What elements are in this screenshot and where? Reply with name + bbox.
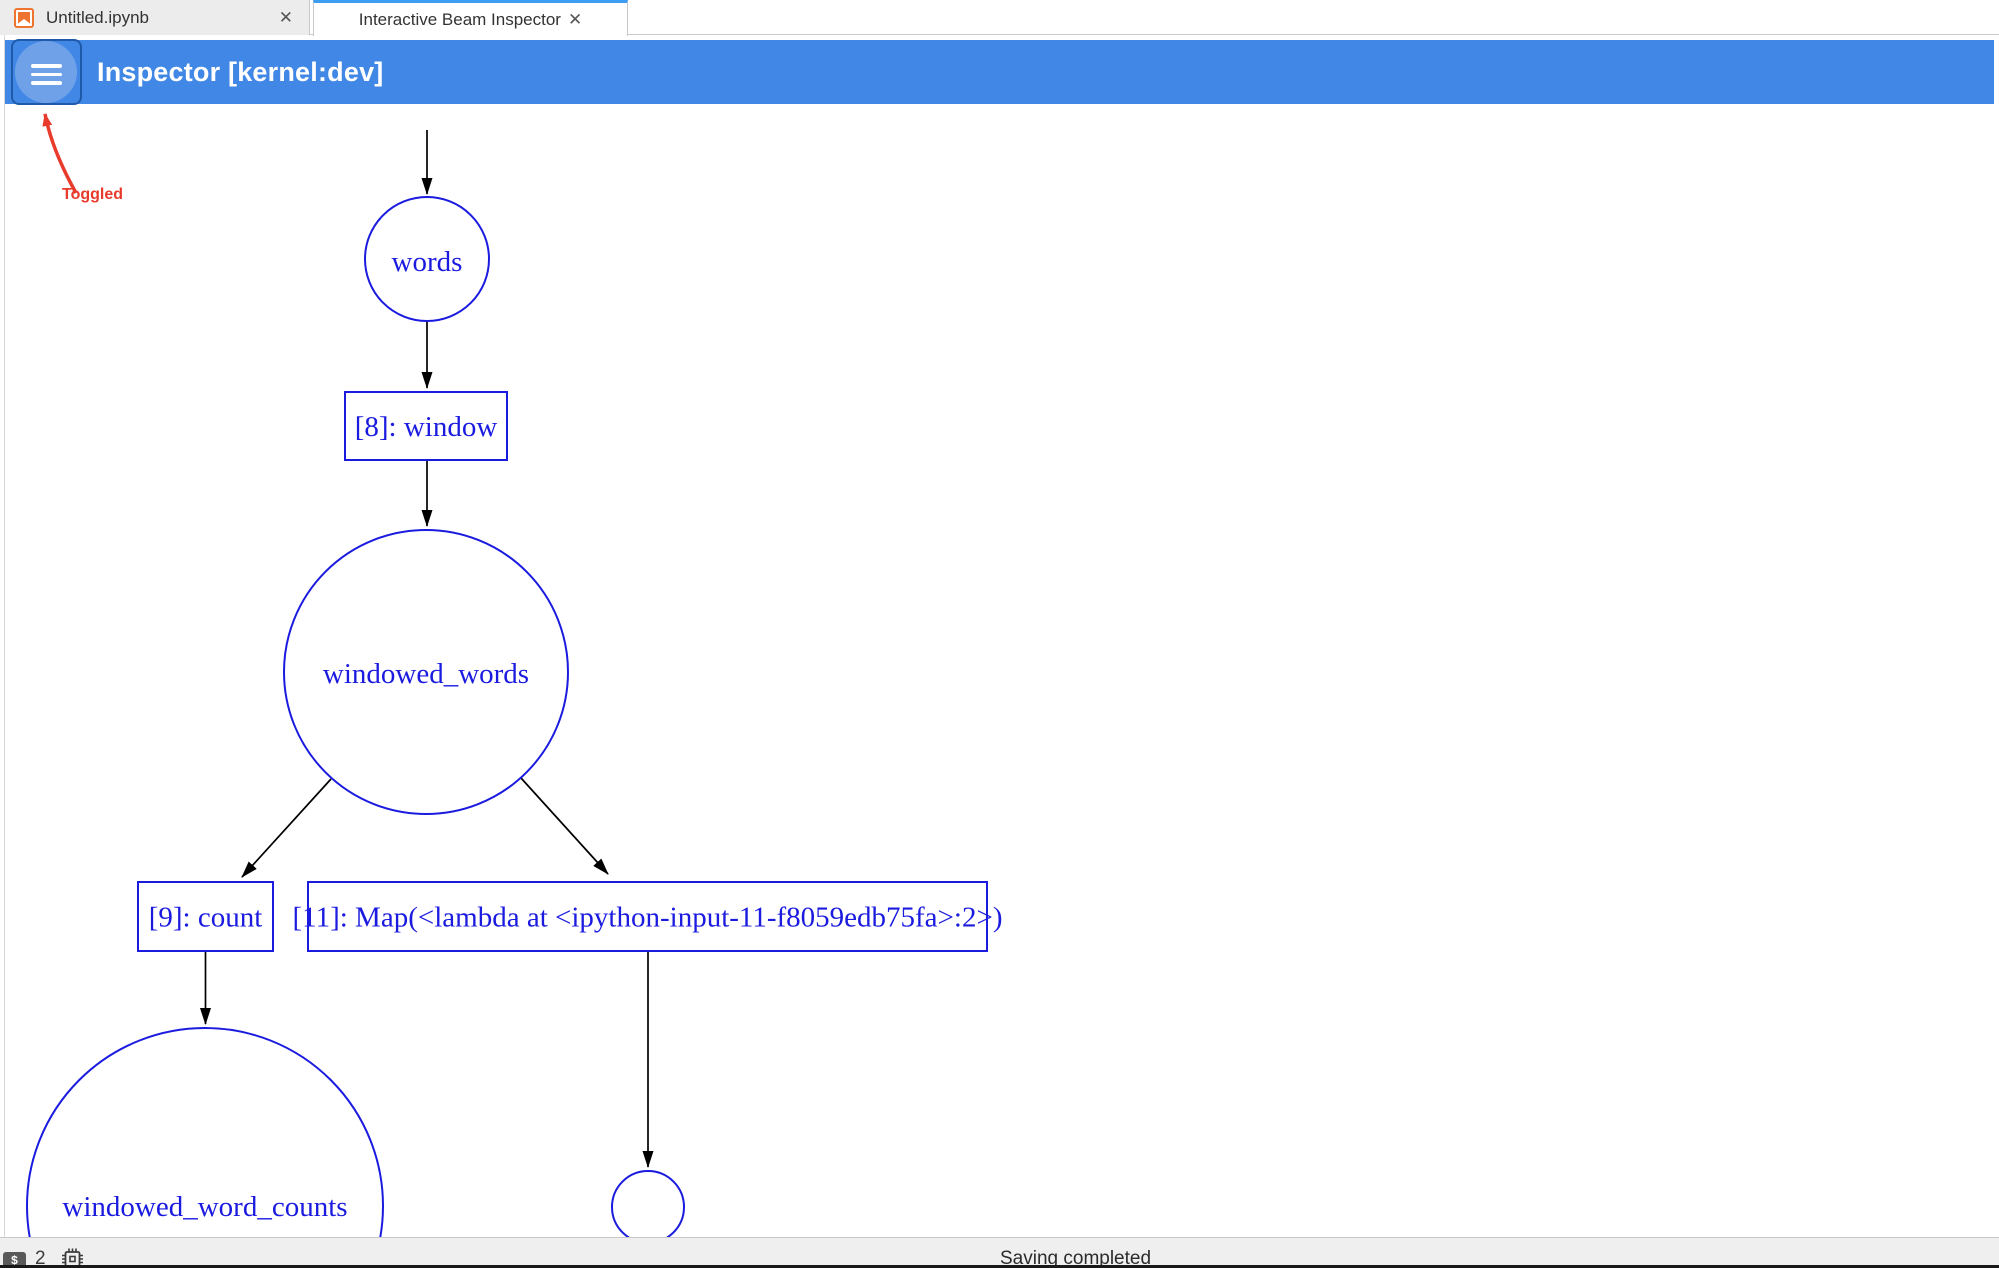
node-label: [8]: window (355, 411, 498, 443)
node-label: words (392, 246, 463, 278)
close-icon[interactable]: ✕ (278, 8, 293, 27)
tab-bar: Untitled.ipynb ✕ Interactive Beam Inspec… (0, 0, 1999, 36)
node-label: windowed_word_counts (62, 1191, 347, 1223)
node-label: windowed_words (323, 658, 529, 690)
transform-box (344, 391, 508, 461)
graph-node-map-result (611, 1170, 685, 1237)
tab-interactive-beam-inspector[interactable]: Interactive Beam Inspector ✕ (313, 0, 628, 36)
annotation-arrow (42, 113, 78, 194)
node-label: [11]: Map(<lambda at <ipython-input-11-f… (293, 902, 1003, 934)
menu-button-circle (15, 41, 77, 103)
menu-toggle-button[interactable] (11, 39, 82, 105)
graph-node-map-transform: [11]: Map(<lambda at <ipython-input-11-f… (293, 881, 1003, 952)
annotation-label: Toggled (62, 186, 124, 203)
panel-left-border (4, 35, 5, 1237)
terminal-count: 2 (35, 1248, 46, 1268)
pcollection-circle (283, 529, 569, 815)
notebook-icon (14, 7, 34, 28)
graph-node-window-transform: [8]: window (344, 391, 508, 461)
terminal-icon[interactable]: $ (3, 1252, 26, 1268)
pcollection-circle (611, 1170, 685, 1237)
edge-windowed-words-to-count (241, 778, 332, 878)
pcollection-circle (26, 1027, 384, 1237)
graph-edges (200, 130, 654, 1168)
window-bottom-edge (0, 1265, 1999, 1268)
header-title: Inspector [kernel:dev] (97, 57, 384, 87)
annotation-arrow-path (42, 113, 78, 194)
node-label: [9]: count (149, 902, 263, 934)
transform-box (307, 881, 988, 952)
close-icon[interactable]: ✕ (567, 10, 583, 29)
edge-windowed-words-to-map (520, 777, 609, 875)
inspector-header: Inspector [kernel:dev] (5, 39, 1994, 105)
graph-node-words: words (364, 196, 490, 322)
pipeline-graph: words [8]: window windowed_words [9]: co… (26, 130, 1003, 1237)
transform-box (137, 881, 274, 952)
graph-node-windowed-word-counts: windowed_word_counts (26, 1027, 384, 1237)
graph-node-windowed-words: windowed_words (283, 529, 569, 815)
status-bar: $ 2 Saving completed (0, 1237, 1999, 1268)
graph-node-count-transform: [9]: count (137, 881, 274, 952)
tab-untitled-ipynb[interactable]: Untitled.ipynb ✕ (0, 0, 310, 35)
hamburger-icon (31, 64, 62, 90)
tab-label: Untitled.ipynb (46, 7, 150, 27)
tab-label: Interactive Beam Inspector (358, 9, 561, 29)
status-message: Saving completed (1000, 1248, 1152, 1268)
pcollection-circle (364, 196, 490, 322)
